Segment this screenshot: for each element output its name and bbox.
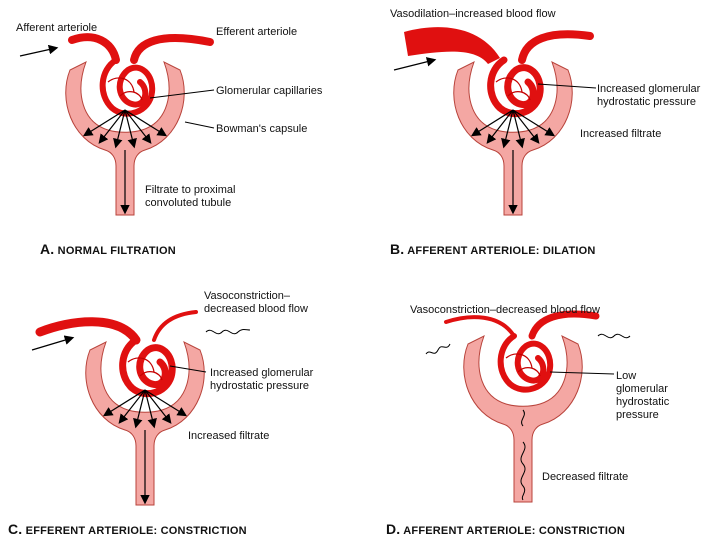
vasoconstriction-label: Vasoconstriction–decreased blood flow (410, 304, 600, 316)
caption-text: NORMAL FILTRATION (57, 245, 176, 257)
efferent-arteriole (528, 310, 600, 340)
panel-a-caption: A. NORMAL FILTRATION (40, 241, 176, 257)
glomerular-capillaries (497, 333, 554, 393)
constricted-afferent-arteriole (444, 315, 516, 338)
caption-letter: D. (386, 521, 401, 537)
reduced-inflow-squiggle (425, 343, 451, 355)
outflow-squiggle (597, 333, 631, 339)
bowmans-capsule-label: Bowman's capsule (216, 123, 308, 135)
increased-filtrate-label: Increased filtrate (580, 128, 662, 140)
glomerular-capillaries (99, 57, 156, 117)
inflow-arrow (393, 57, 437, 71)
panel-c-illustration (31, 310, 251, 506)
filtration-arrows (470, 109, 556, 149)
pressure-label-line2: hydrostatic pressure (597, 96, 697, 108)
efferent-arteriole (130, 34, 214, 64)
efferent-arteriole (518, 30, 594, 64)
caption-letter: C. (8, 521, 23, 537)
panel-b-caption: B. AFFERENT ARTERIOLE: DILATION (390, 241, 596, 257)
vasoconstriction-label-line2: decreased blood flow (204, 303, 308, 315)
caption-text: EFFERENT ARTERIOLE: CONSTRICTION (25, 525, 247, 537)
panel-a-normal-filtration: Afferent arteriole Efferent arteriole Gl… (0, 0, 360, 270)
constricted-efferent-arteriole (152, 310, 198, 342)
pressure-label-line1: Increased glomerular (597, 83, 701, 95)
vasoconstriction-label-line1: Vasoconstriction– (204, 290, 291, 302)
afferent-arteriole (35, 317, 141, 345)
filtrate-label-line2: convoluted tubule (145, 197, 232, 209)
filtrate-label-line1: Filtrate to proximal (145, 184, 236, 196)
caption-text: AFFERENT ARTERIOLE: CONSTRICTION (403, 525, 625, 537)
glomerular-capillaries-label: Glomerular capillaries (216, 85, 323, 97)
low-pressure-label-line1: Low (616, 370, 637, 382)
caption-text: AFFERENT ARTERIOLE: DILATION (407, 245, 596, 257)
reduced-outflow-squiggle (205, 329, 251, 335)
glomerular-capillaries (119, 336, 176, 397)
panel-d-caption: D. AFFERENT ARTERIOLE: CONSTRICTION (386, 521, 625, 537)
vasodilation-label: Vasodilation–increased blood flow (390, 8, 556, 20)
efferent-arteriole-label: Efferent arteriole (216, 26, 298, 38)
low-pressure-label-line4: pressure (616, 409, 659, 421)
inflow-arrow (19, 44, 59, 57)
pressure-label-line1: Increased glomerular (210, 367, 314, 379)
filtrate-flow-squiggle (520, 441, 526, 501)
panel-c-caption: C. EFFERENT ARTERIOLE: CONSTRICTION (8, 521, 247, 537)
panel-d-afferent-constriction: Vasoconstriction–decreased blood flow Lo… (360, 270, 720, 540)
panel-d-illustration (425, 310, 631, 503)
afferent-arteriole (68, 33, 120, 64)
increased-filtrate-label: Increased filtrate (188, 430, 270, 442)
filtration-squiggle (521, 409, 525, 427)
pressure-label-line2: hydrostatic pressure (210, 380, 310, 392)
afferent-arteriole-label: Afferent arteriole (16, 22, 98, 34)
filtration-arrows (102, 389, 188, 429)
panel-b-illustration (393, 27, 597, 216)
glomerular-capillaries (487, 56, 544, 117)
panel-a-illustration (19, 33, 215, 216)
panel-b-afferent-dilation: Vasodilation–increased blood flow Increa… (360, 0, 720, 270)
filtration-arrows (82, 109, 168, 149)
dilated-afferent-arteriole (404, 27, 500, 64)
low-pressure-label-line2: glomerular (616, 383, 668, 395)
panel-c-efferent-constriction: Vasoconstriction– decreased blood flow I… (0, 270, 360, 540)
caption-letter: A. (40, 241, 55, 257)
caption-letter: B. (390, 241, 405, 257)
inflow-arrow (31, 335, 75, 351)
low-pressure-label-line3: hydrostatic (616, 396, 670, 408)
decreased-filtrate-label: Decreased filtrate (542, 471, 629, 483)
